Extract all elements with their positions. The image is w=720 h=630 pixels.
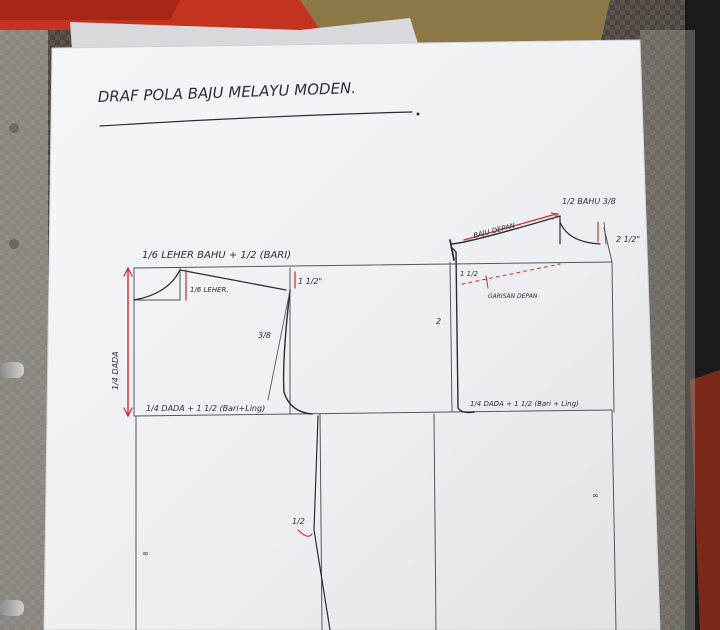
label-two-half: 2 1/2" <box>616 235 640 244</box>
title-dot <box>416 112 420 116</box>
label-three-eighths: 3/8 <box>258 331 271 340</box>
front-bodice: BAJU DEPAN 1/2 BAHU 3/8 2 1/2" 1 1/2 GAR… <box>436 197 640 414</box>
label-front-guide: GARISAN DEPAN <box>488 293 538 300</box>
mark-left: ∞ <box>142 549 149 558</box>
label-collar-top: 1/6 LEHER BAHU + 1/2 (BARI) <box>142 250 291 261</box>
label-quarter-chest-side: 1/4 DADA <box>111 351 120 390</box>
label-shoulder-top: 1/2 BAHU 3/8 <box>562 197 616 206</box>
label-front-bottom: 1/4 DADA + 1 1/2 (Bari + Ling) <box>470 400 579 408</box>
paper-under-top <box>70 18 420 50</box>
binder-ring-1 <box>0 362 24 378</box>
label-front-one-half: 1 1/2 <box>460 270 478 278</box>
right-cloth <box>690 370 720 630</box>
paper-sheet <box>43 39 661 630</box>
label-front-two: 2 <box>436 317 441 326</box>
back-bodice: 1/6 LEHER BAHU + 1/2 (BARI) 1/6 LEHER. 1… <box>111 250 613 418</box>
label-collar-side: 1/6 LEHER. <box>190 286 229 294</box>
punch-hole-2 <box>9 239 19 249</box>
sleeve-left <box>0 30 48 630</box>
title-underline <box>99 111 413 127</box>
punch-hole-1 <box>9 123 19 133</box>
label-lower-half: 1/2 <box>292 517 305 526</box>
label-half-top: 1 1/2" <box>298 277 322 286</box>
mark-right: ∞ <box>592 491 599 500</box>
label-back-bottom: 1/4 DADA + 1 1/2 (Bari+Ling) <box>146 404 265 413</box>
red-cloth-shadow <box>0 0 180 20</box>
binder-ring-2 <box>0 600 24 616</box>
lower-body: 1/2 ∞ ∞ <box>135 409 617 630</box>
